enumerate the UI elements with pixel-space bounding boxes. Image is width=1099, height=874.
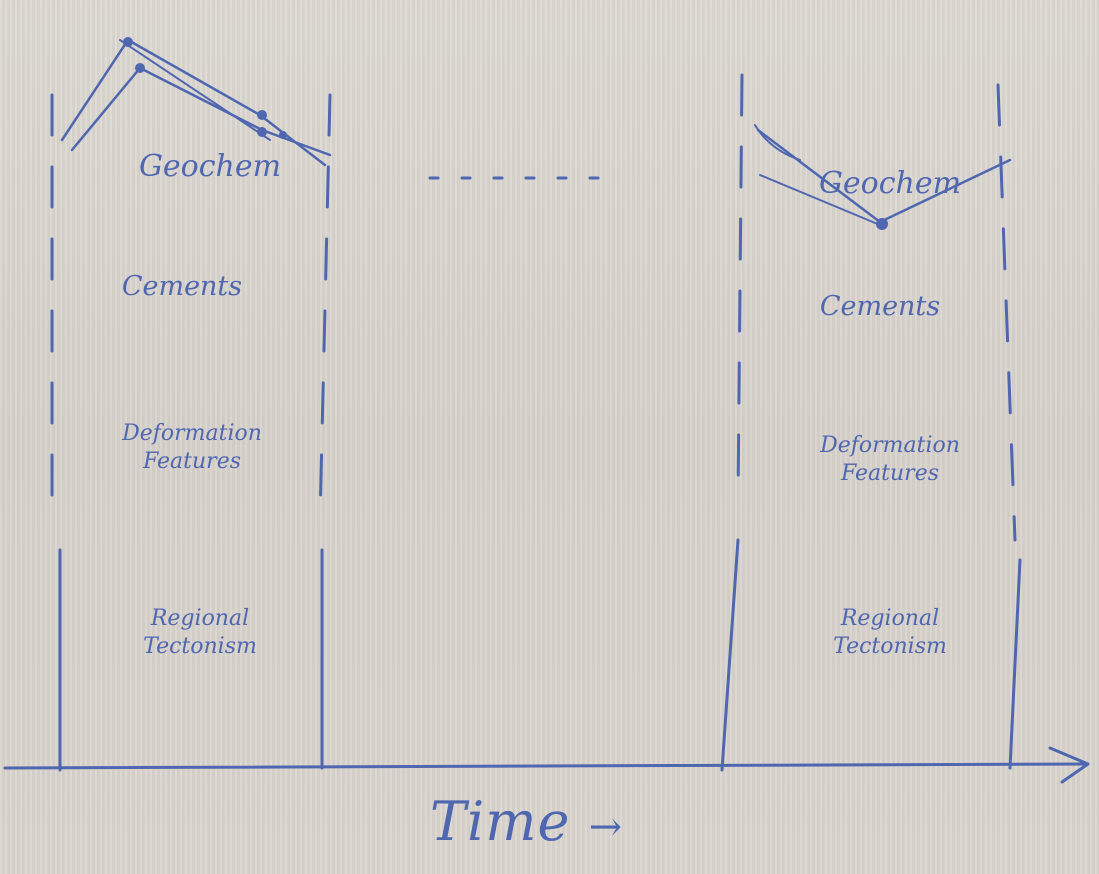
- left-geochem-point-2: [135, 63, 145, 73]
- right-panel-right-solid: [1008, 558, 1022, 770]
- time-axis-label-text: Time: [430, 790, 571, 853]
- left-geochem-point-4: [257, 127, 267, 137]
- time-axis-label: Time →: [430, 790, 623, 853]
- right-cements-label: Cements: [819, 291, 941, 322]
- right-panel-right-dashed: [996, 83, 1017, 542]
- left-cements-label: Cements: [121, 271, 243, 302]
- left-geochem-curve-1: [60, 38, 327, 167]
- left-geochem-point-1: [123, 37, 133, 47]
- left-regional-label: Regional Tectonism: [143, 606, 257, 659]
- left-deformation-label: Deformation Features: [122, 421, 262, 474]
- left-panel-right-dashed: [318, 93, 332, 522]
- left-geochem-point-5: [279, 131, 287, 139]
- right-geochem-label: Geochem: [818, 166, 962, 201]
- left-geochem-curve-3: [119, 39, 271, 141]
- left-geochem-curve-2: [70, 66, 332, 157]
- right-panel-left-dashed: [736, 73, 744, 502]
- right-deformation-label: Deformation Features: [820, 433, 960, 486]
- left-geochem-point-3: [257, 110, 267, 120]
- time-axis-arrowhead: [1048, 746, 1090, 784]
- right-geochem-curve-3: [754, 124, 801, 161]
- left-geochem-label: Geochem: [138, 149, 282, 184]
- time-arrow-icon: →: [588, 804, 624, 850]
- right-regional-label: Regional Tectonism: [833, 606, 947, 659]
- time-axis-line: [3, 762, 1087, 770]
- right-panel-left-solid: [720, 538, 740, 772]
- right-geochem-point: [876, 218, 888, 230]
- right-geochem-curve-2: [759, 174, 881, 226]
